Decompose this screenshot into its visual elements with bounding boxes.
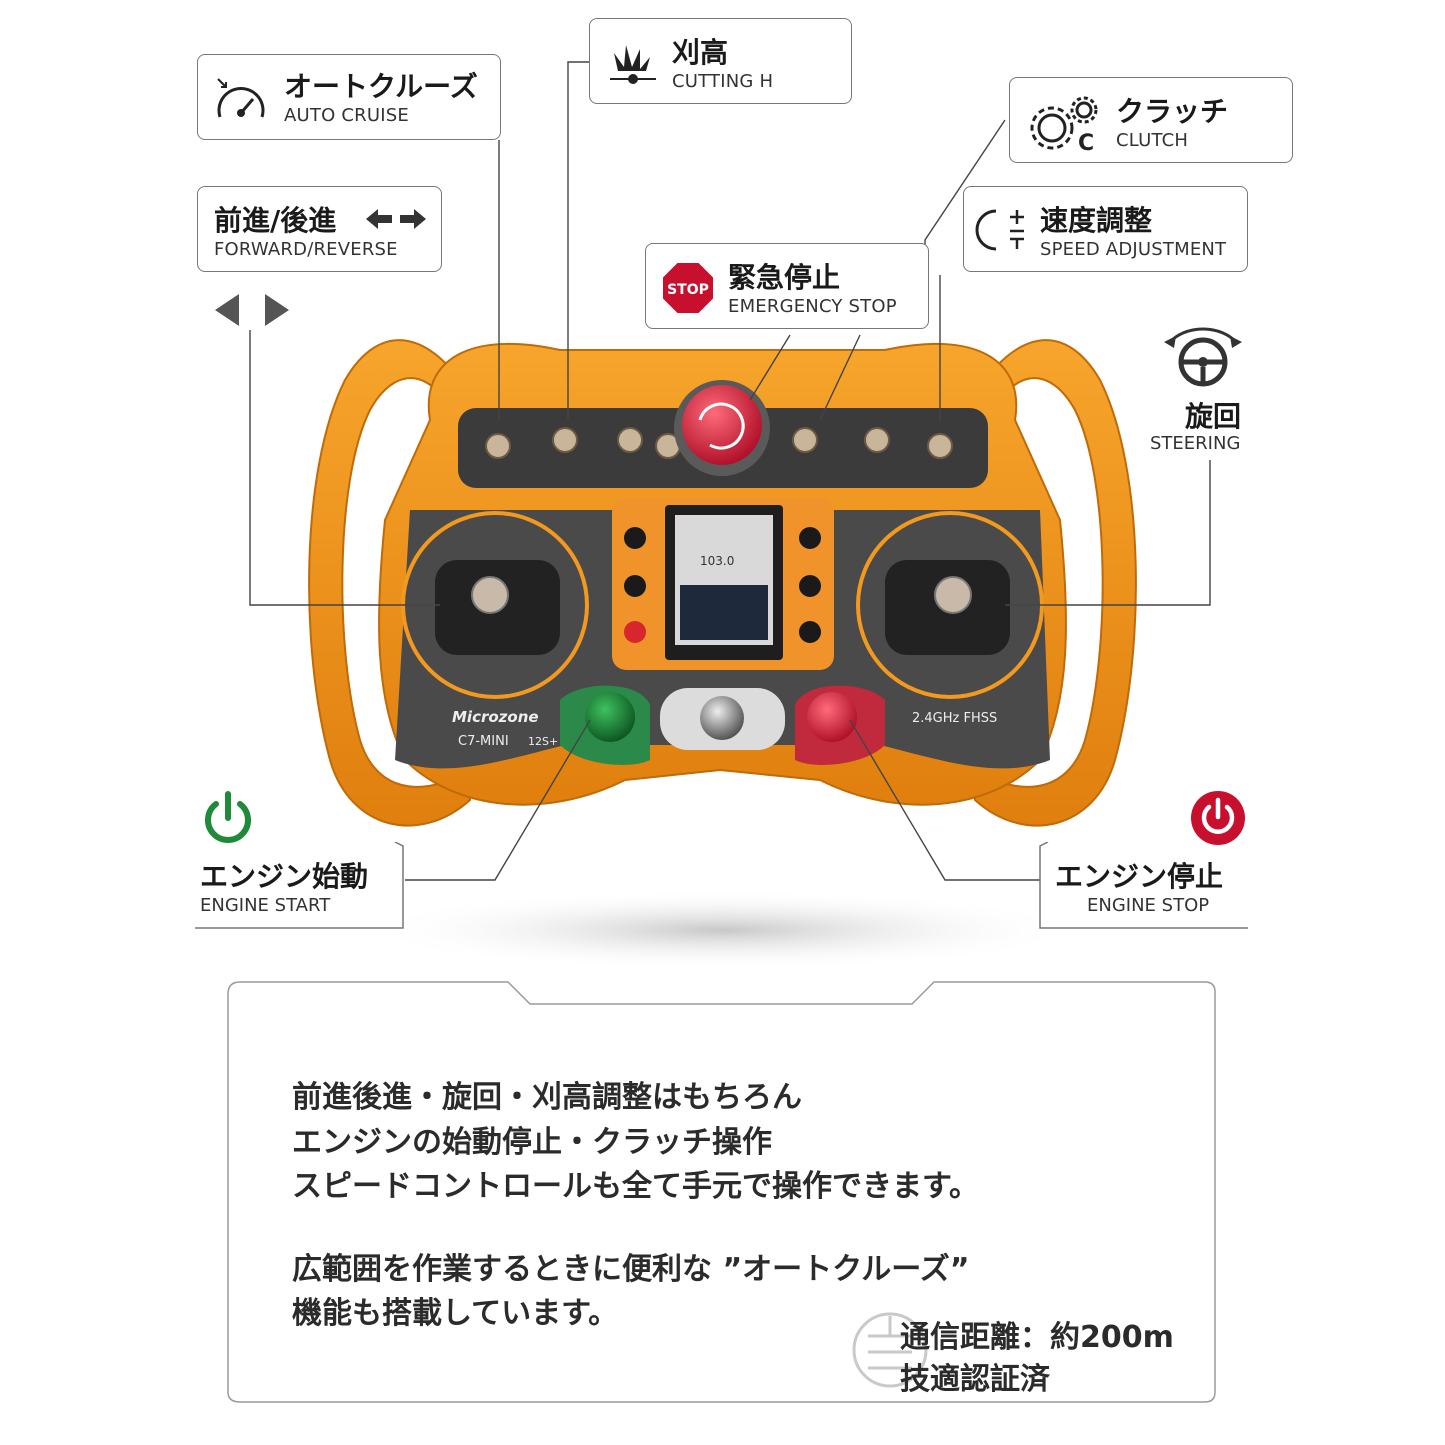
- double-arrow-icon: [366, 209, 426, 229]
- certification-text: 技適認証済: [900, 1362, 1050, 1397]
- grass-icon: [610, 45, 656, 84]
- description-line-2: エンジンの始動停止・クラッチ操作: [292, 1125, 772, 1160]
- model-name: C7-MINI: [458, 734, 509, 749]
- stop-sign-icon: STOP: [661, 261, 715, 315]
- plus-minus-icon: [975, 209, 1024, 251]
- emergency-stop-jp: 緊急停止: [728, 261, 841, 294]
- emergency-stop-en: EMERGENCY STOP: [728, 296, 897, 317]
- description-line-5: 機能も搭載しています。: [292, 1296, 619, 1331]
- speed-dial-knob[interactable]: [700, 696, 744, 740]
- cutting-height-en: CUTTING H: [672, 71, 774, 92]
- engine-stop-power-icon: [1191, 791, 1245, 845]
- auto-cruise-jp: オートクルーズ: [284, 70, 478, 103]
- speedometer-icon: [217, 78, 265, 118]
- clutch-en: CLUTCH: [1116, 130, 1189, 151]
- description-line-1: 前進後進・旋回・刈高調整はもちろん: [292, 1080, 802, 1115]
- cutting-height-jp: 刈高: [672, 36, 729, 69]
- engine-start-power-icon: [205, 791, 251, 843]
- stop-sign-text: STOP: [667, 282, 709, 298]
- model-badge: 12S+: [528, 735, 558, 748]
- communication-range: 通信距離：約200m: [900, 1320, 1174, 1355]
- emergency-stop-label: STOP 緊急停止 EMERGENCY STOP: [645, 243, 929, 329]
- forward-reverse-label: 前進/後進 FORWARD/REVERSE: [197, 186, 442, 272]
- auto-cruise-en: AUTO CRUISE: [284, 105, 409, 126]
- floor-shadow: [362, 890, 1082, 970]
- steering-wheel-icon: [1164, 327, 1242, 387]
- frequency-text: 2.4GHz FHSS: [912, 711, 997, 726]
- engine-start-en: ENGINE START: [200, 895, 331, 916]
- screen-side-buttons: [624, 527, 821, 643]
- speed-adjustment-jp: 速度調整: [1040, 204, 1153, 237]
- forward-reverse-en: FORWARD/REVERSE: [214, 239, 398, 260]
- speed-adjustment-label: 速度調整 SPEED ADJUSTMENT: [963, 186, 1248, 272]
- engine-start-jp: エンジン始動: [200, 860, 369, 893]
- svg-text:C: C: [1078, 131, 1094, 154]
- emergency-stop-button[interactable]: [682, 385, 762, 465]
- gears-icon: C: [1030, 96, 1098, 154]
- description-line-3: スピードコントロールも全て手元で操作できます。: [292, 1169, 979, 1204]
- engine-stop-en: ENGINE STOP: [1087, 895, 1210, 916]
- engine-stop-button[interactable]: [807, 692, 857, 742]
- clutch-jp: クラッチ: [1116, 95, 1229, 128]
- description-line-4: 広範囲を作業するときに便利な ”オートクルーズ”: [292, 1252, 970, 1287]
- screen-value: 103.0: [700, 554, 734, 568]
- auto-cruise-label: オートクルーズ AUTO CRUISE: [197, 54, 501, 140]
- engine-start-button[interactable]: [585, 692, 635, 742]
- cutting-height-label: 刈高 CUTTING H: [589, 18, 852, 104]
- engine-stop-jp: エンジン停止: [1055, 860, 1224, 893]
- steering-jp: 旋回: [1185, 400, 1242, 433]
- remote-controller-illustration: 103.0 Microzone C7-MINI 12S+ 2.4GHz FHSS: [308, 339, 1137, 970]
- forward-reverse-jp: 前進/後進: [214, 204, 337, 237]
- steering-en: STEERING: [1150, 433, 1241, 454]
- left-right-arrow-icon: [215, 294, 289, 326]
- brand-logo: Microzone: [452, 708, 539, 726]
- clutch-label: C クラッチ CLUTCH: [1009, 77, 1293, 163]
- toggle-switches: [485, 427, 953, 459]
- speed-adjustment-en: SPEED ADJUSTMENT: [1040, 239, 1227, 260]
- engine-stop-frame: [1039, 842, 1248, 929]
- engine-start-frame: [195, 842, 404, 929]
